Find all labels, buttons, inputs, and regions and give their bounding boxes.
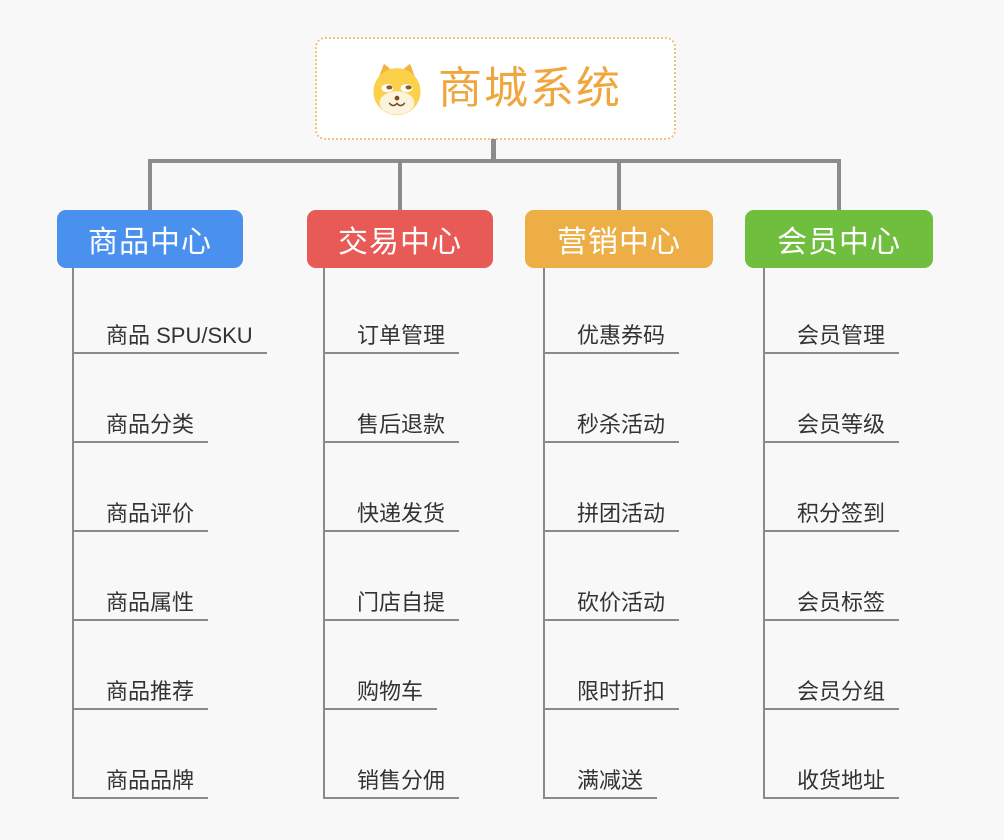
branch-node-marketing-center[interactable]: 营销中心 — [525, 210, 713, 268]
root-node[interactable]: 商城系统 — [315, 37, 676, 140]
leaf-topic[interactable]: 拼团活动 — [543, 498, 680, 532]
leaf-topic[interactable]: 会员管理 — [763, 320, 900, 354]
leaf-topic[interactable]: 商品 SPU/SKU — [72, 320, 267, 354]
connector-drop — [148, 161, 152, 210]
leaf-topic[interactable]: 秒杀活动 — [543, 409, 680, 443]
root-title: 商城系统 — [438, 63, 622, 113]
connector-branch-line — [763, 268, 765, 799]
leaf-topic[interactable]: 门店自提 — [323, 587, 460, 621]
branch-node-trade-center[interactable]: 交易中心 — [307, 210, 493, 268]
leaf-topic[interactable]: 商品推荐 — [72, 676, 209, 710]
leaf-topic[interactable]: 优惠券码 — [543, 320, 680, 354]
leaf-topic[interactable]: 积分签到 — [763, 498, 900, 532]
leaf-topic[interactable]: 砍价活动 — [543, 587, 680, 621]
leaf-topic[interactable]: 商品评价 — [72, 498, 209, 532]
leaf-topic[interactable]: 快递发货 — [323, 498, 460, 532]
leaf-topic[interactable]: 收货地址 — [763, 765, 900, 799]
connector-root-stem — [491, 139, 496, 161]
connector-drop — [837, 161, 841, 210]
leaf-topic[interactable]: 销售分佣 — [323, 765, 460, 799]
connector-drop — [617, 161, 621, 210]
connector-branch-line — [323, 268, 325, 799]
connector-bus — [148, 159, 841, 163]
leaf-topic[interactable]: 商品品牌 — [72, 765, 209, 799]
branch-node-member-center[interactable]: 会员中心 — [745, 210, 933, 268]
dog-face-icon — [369, 62, 425, 116]
connector-branch-line — [72, 268, 74, 799]
leaf-topic[interactable]: 购物车 — [323, 676, 438, 710]
connector-drop — [398, 161, 402, 210]
leaf-topic[interactable]: 会员标签 — [763, 587, 900, 621]
branch-node-product-center[interactable]: 商品中心 — [57, 210, 243, 268]
leaf-topic[interactable]: 商品属性 — [72, 587, 209, 621]
leaf-topic[interactable]: 会员分组 — [763, 676, 900, 710]
leaf-topic[interactable]: 订单管理 — [323, 320, 460, 354]
leaf-topic[interactable]: 限时折扣 — [543, 676, 680, 710]
leaf-topic[interactable]: 售后退款 — [323, 409, 460, 443]
leaf-topic[interactable]: 满减送 — [543, 765, 658, 799]
leaf-topic[interactable]: 商品分类 — [72, 409, 209, 443]
leaf-topic[interactable]: 会员等级 — [763, 409, 900, 443]
connector-branch-line — [543, 268, 545, 799]
